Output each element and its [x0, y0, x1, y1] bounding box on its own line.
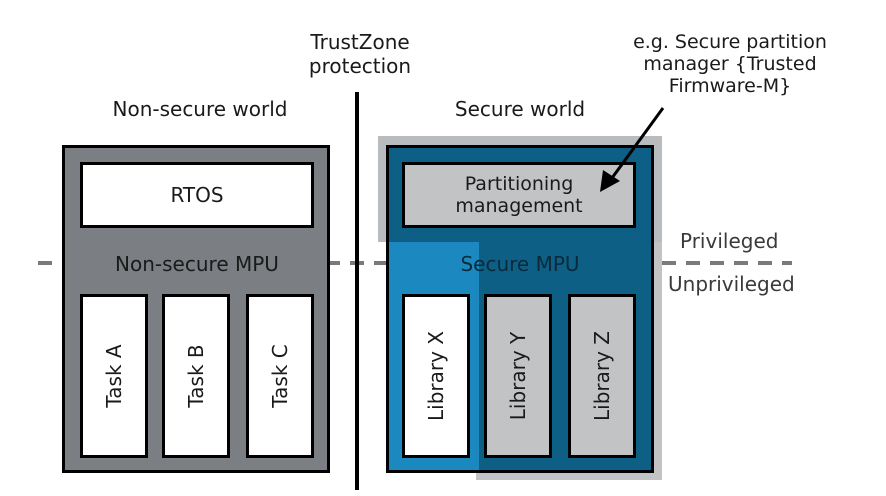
task-b-box: Task B [162, 294, 230, 458]
world-divider [355, 92, 359, 490]
unprivileged-label: Unprivileged [668, 272, 795, 296]
secure-mpu-label: Secure MPU [460, 252, 580, 276]
privileged-label: Privileged [680, 229, 779, 253]
callout-text: e.g. Secure partition manager {Trusted F… [633, 31, 827, 97]
task-c-box: Task C [246, 294, 314, 458]
rtos-label: RTOS [170, 183, 224, 207]
partitioning-label: Partitioning management [455, 173, 583, 217]
trustzone-label: TrustZone protection [308, 30, 412, 78]
task-a-box: Task A [80, 294, 148, 458]
library-z-box: Library Z [568, 294, 636, 458]
library-y-box: Library Y [484, 294, 552, 458]
partitioning-box: Partitioning management [402, 162, 636, 228]
secure-world-label: Secure world [454, 97, 586, 121]
nonsecure-mpu-label: Non-secure MPU [115, 252, 279, 276]
rtos-box: RTOS [80, 162, 314, 228]
nonsecure-world-label: Non-secure world [112, 97, 288, 121]
library-x-box: Library X [402, 294, 470, 458]
